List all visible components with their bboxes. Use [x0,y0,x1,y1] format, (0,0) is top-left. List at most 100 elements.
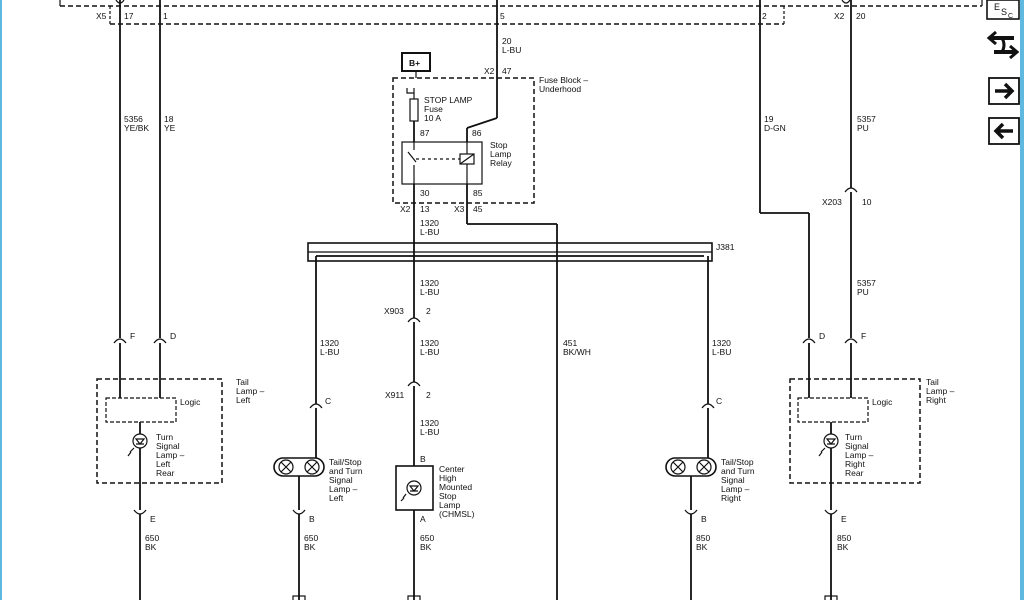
swap-arrows-icon [986,30,1020,60]
splice-j381: J381 [307,242,735,262]
relay-box [401,141,483,185]
pin-b-right: B [701,514,707,524]
lamp-label: Center [439,464,465,474]
lamp-label: Right [845,459,865,469]
wire-label: L-BU [420,427,439,437]
splice-label: J381 [716,242,735,252]
lamp-label: and Turn [329,466,363,476]
wire-label: 451 [563,338,577,348]
lamp-label: Lamp – [845,450,874,460]
module-title: Lamp – [926,386,955,396]
wire-label: 1320 [420,218,439,228]
fuse-block-title: Fuse Block – [539,75,588,85]
wire-label: 18 [164,114,174,124]
relay-label: Relay [490,158,512,168]
tail-lamp-left-module: Logic Tail Lamp – Left Turn Signal Lamp … [96,377,265,600]
module-title: Tail [236,377,249,387]
tail-lamp-right-module: Logic Tail Lamp – Right Turn Signal Lamp… [789,377,955,600]
chmsl-lamp: B Center High Mounted Stop Lamp (CHMSL) … [395,454,475,600]
x903-pin: 2 [426,306,431,316]
pin-47: 47 [502,66,512,76]
wire-label: YE/BK [124,123,149,133]
wire-label: L-BU [320,347,339,357]
pin-b-chmsl: B [420,454,426,464]
wire-label: 5357 [857,114,876,124]
pin-f-right: F [861,331,866,341]
esc-icon: C [1008,13,1013,20]
wire-label: 5356 [124,114,143,124]
lamp-label: Lamp – [329,484,358,494]
module-title: Lamp – [236,386,265,396]
wire-label: BK [304,542,316,552]
dual-filament-lamp-icon [665,457,717,477]
lamp-label: Turn [156,432,173,442]
pin-45: 45 [473,204,483,214]
pin-b-left: B [309,514,315,524]
x203-label: X203 [822,197,842,207]
left-supply-wires: 5356 YE/BK 18 YE F D [113,0,176,398]
logic-label: Logic [872,397,893,407]
lamp-label: Signal [156,441,180,451]
wire-label: YE [164,123,176,133]
wire-label: PU [857,123,869,133]
dual-filament-lamp-icon [273,457,325,477]
pin-5: 5 [500,11,505,21]
lamp-label: Rear [845,468,864,478]
lamp-label: Mounted [439,482,472,492]
logic-label: Logic [180,397,201,407]
pin-d-left: D [170,331,176,341]
swap-button[interactable] [986,30,1020,60]
wire-label: 19 [764,114,774,124]
wire-label: L-BU [420,227,439,237]
wire-label: 1320 [320,338,339,348]
wire-label: BK [837,542,849,552]
wire-label: 5357 [857,278,876,288]
relay-label: Stop [490,140,508,150]
pin-2: 2 [762,11,767,21]
pin-86: 86 [472,128,482,138]
wire-label: L-BU [420,287,439,297]
lamp-label: Turn [845,432,862,442]
x203-pin: 10 [862,197,872,207]
module-title: Right [926,395,946,405]
pin-e-left: E [150,514,156,524]
bkwh-wire: 451 BK/WH [466,203,591,600]
lamp-label: Tail/Stop [329,457,362,467]
pin-13: 13 [420,204,430,214]
wire-label: L-BU [502,45,521,55]
wire-label: 650 [304,533,318,543]
wire-label: 850 [696,533,710,543]
fuse-block: B+ X2 47 Fuse Block – Underhood STOP LAM… [392,52,588,214]
wire-label: D-GN [764,123,786,133]
esc-icon: E [994,2,1000,12]
fuse-icon [409,98,419,122]
esc-button[interactable]: E S C [986,0,1020,20]
wire-label: BK [420,542,432,552]
fuse-label: Fuse [424,104,443,114]
next-button[interactable] [988,77,1020,105]
wire-label: L-BU [420,347,439,357]
x5-label: X5 [96,11,107,21]
lamp-bulb-icon [823,433,839,449]
x5-pin-17: 17 [124,11,134,21]
arrow-right-icon [995,82,1015,100]
prev-button[interactable] [988,117,1020,145]
lamp-label: Rear [156,468,175,478]
wire-label: L-BU [712,347,731,357]
bplus-label: B+ [409,58,420,68]
pin-85: 85 [473,188,483,198]
x2-pin-20: 20 [856,11,866,21]
fuse-block-title: Underhood [539,84,581,94]
lamp-label: (CHMSL) [439,509,475,519]
pin-c-right: C [716,396,722,406]
lamp-label: Right [721,493,741,503]
esc-icon: S [1001,7,1007,17]
arrow-left-icon [993,122,1013,140]
wire-label: PU [857,287,869,297]
wire-label: 650 [145,533,159,543]
wire-label: BK [696,542,708,552]
lamp-bulb-icon [406,480,422,496]
wire-label: BK/WH [563,347,591,357]
top-harness: X5 17 1 5 2 X2 20 [59,0,983,25]
